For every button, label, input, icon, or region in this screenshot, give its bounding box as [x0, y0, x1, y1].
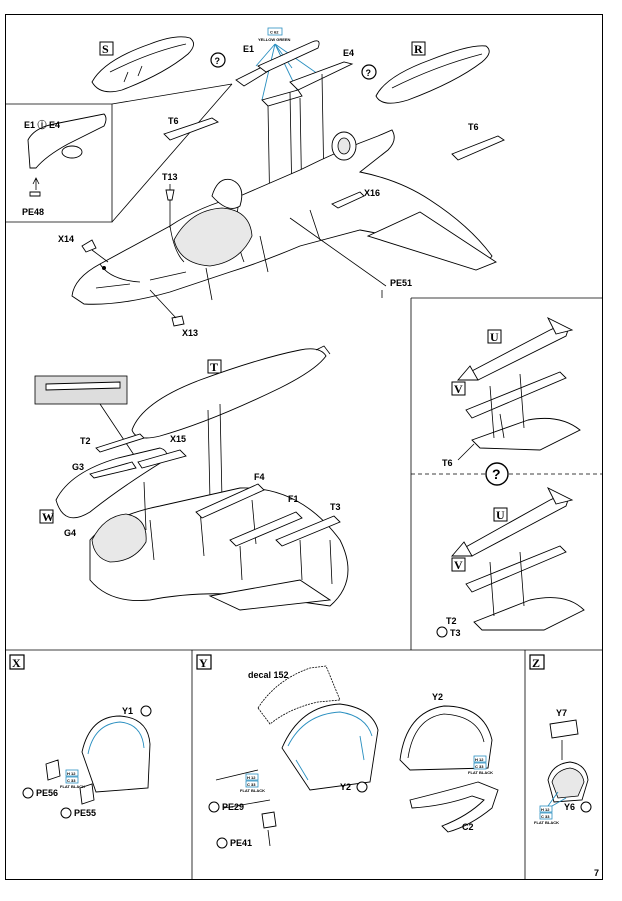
- box-X: X: [12, 656, 21, 670]
- pe56-label: PE56: [36, 788, 58, 798]
- lower-wing-assembly: W T2 G3 G4 X15 F4 F1 T3: [39, 433, 349, 611]
- fuselage-labels: T13 X16 X14 X13 PE51: [58, 172, 412, 338]
- y2a-label: Y2: [340, 782, 351, 792]
- g3-label: G3: [72, 462, 84, 472]
- box-R: R: [414, 42, 423, 56]
- pe55-label: PE55: [74, 808, 96, 818]
- y-color-b: FLAT BLACK: [468, 770, 493, 775]
- inset-small-part: [34, 375, 137, 459]
- instruction-sheet-frame: [5, 14, 603, 880]
- y7-label: Y7: [556, 708, 567, 718]
- box-U1: U: [490, 330, 499, 344]
- x-code2: C 33: [67, 778, 76, 783]
- pe29-label: PE29: [222, 802, 244, 812]
- e4-label: E4: [343, 48, 354, 58]
- f4-label: F4: [254, 472, 265, 482]
- t3-panel-label: T3: [450, 628, 461, 638]
- x-code1: H 12: [67, 771, 76, 776]
- t13-label: T13: [162, 172, 178, 182]
- y-code2-b: C 33: [475, 764, 484, 769]
- callout-inset: E1 ⓘ E4 PE48: [6, 83, 233, 223]
- right-panel: U V T6 ? U V T2 T3: [410, 297, 603, 650]
- y-code2: C 33: [247, 782, 256, 787]
- g4-label: G4: [64, 528, 76, 538]
- pe48-label: PE48: [22, 207, 44, 217]
- z-code2: C 33: [541, 814, 550, 819]
- t6-panel-label: T6: [442, 458, 453, 468]
- callout-label: E1 ⓘ E4: [24, 119, 60, 130]
- question-icon: ? ?: [210, 52, 377, 80]
- z-code1: H 12: [541, 807, 550, 812]
- x14-label: X14: [58, 234, 74, 244]
- box-Y: Y: [199, 656, 208, 670]
- color-code-top-value: C 62: [270, 30, 279, 35]
- box-Z: Z: [532, 656, 540, 670]
- section-dividers: [5, 649, 603, 880]
- section-Y: Y decal 152 Y2 H 12 C 33 FLAT BLACK PE29…: [196, 654, 499, 849]
- page-number: 7: [594, 868, 600, 878]
- y6-label: Y6: [564, 802, 575, 812]
- t2-panel-label: T2: [446, 616, 457, 626]
- f1-label: F1: [288, 494, 299, 504]
- c2-label: C2: [462, 822, 474, 832]
- svg-text:?: ?: [215, 56, 221, 66]
- e1-label: E1: [243, 44, 254, 54]
- box-W: W: [42, 510, 54, 524]
- pe41-label: PE41: [230, 838, 252, 848]
- box-S: S: [102, 42, 109, 56]
- box-U2: U: [496, 508, 505, 522]
- y-color: FLAT BLACK: [240, 788, 265, 793]
- svg-text:?: ?: [366, 68, 372, 78]
- box-V2: V: [454, 558, 463, 572]
- section-Z: Z Y7 H 12 C 33 FLAT BLACK Y6: [529, 654, 592, 825]
- y-code1-b: H 12: [475, 757, 484, 762]
- z-color: FLAT BLACK: [534, 820, 559, 825]
- x-color: FLAT BLACK: [60, 784, 85, 789]
- decal-label: decal 152: [248, 670, 289, 680]
- t6-left-label: T6: [168, 116, 179, 126]
- drop-tank-R: R: [375, 41, 490, 104]
- box-T: T: [210, 360, 218, 374]
- pylon-T6: T6 T6: [163, 116, 505, 161]
- t2-label: T2: [80, 436, 91, 446]
- y1-label: Y1: [122, 706, 133, 716]
- x15-label: X15: [170, 434, 186, 444]
- color-name-top: YELLOW GREEN: [258, 37, 291, 42]
- drop-tank-T: T: [131, 345, 331, 501]
- y2b-label: Y2: [432, 692, 443, 702]
- x13-label: X13: [182, 328, 198, 338]
- fuselage-main: [71, 129, 497, 305]
- pylon-parts-E: E1 E4: [235, 40, 354, 219]
- x16-label: X16: [364, 188, 380, 198]
- y-code1: H 12: [247, 775, 256, 780]
- t6-right-label: T6: [468, 122, 479, 132]
- t3-label: T3: [330, 502, 341, 512]
- pe51-label: PE51: [390, 278, 412, 288]
- section-X: X Y1 H 12 C 33 FLAT BLACK PE56 PE55: [9, 654, 152, 819]
- question-icon-panel: ?: [492, 466, 501, 482]
- box-V1: V: [454, 382, 463, 396]
- drop-tank-S: S: [91, 36, 194, 93]
